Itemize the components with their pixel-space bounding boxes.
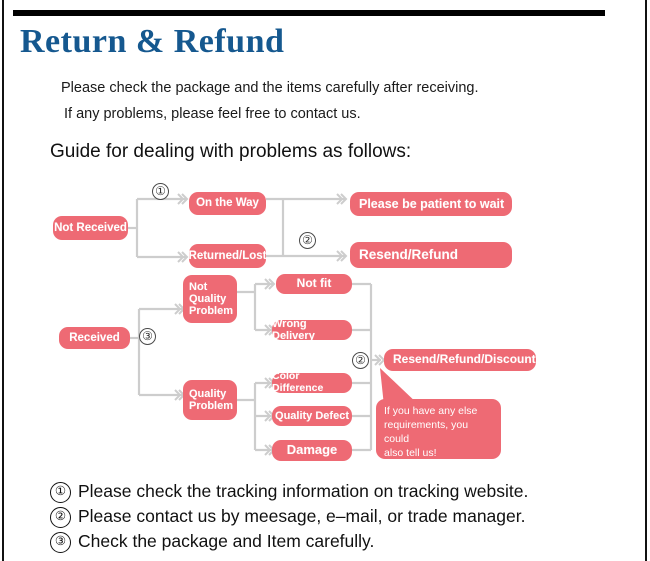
callout-line-2: requirements, you could — [384, 418, 469, 445]
intro-line-1: Please check the package and the items c… — [61, 80, 479, 96]
footer-item-3-text: Check the package and Item carefully. — [78, 531, 375, 551]
step-mark-3-left: ③ — [139, 328, 156, 345]
footer-item-2-number: ② — [50, 507, 71, 528]
flow-node-quality-problem[interactable]: Quality Problem — [183, 380, 237, 420]
flow-node-color-difference[interactable]: Color Difference — [272, 370, 352, 394]
step-mark-2-right: ② — [352, 352, 369, 369]
flow-node-on-the-way[interactable]: On the Way — [189, 192, 266, 215]
guide-heading: Guide for dealing with problems as follo… — [50, 141, 412, 162]
footer-item-1-text: Please check the tracking information on… — [78, 481, 529, 501]
footer-item-2: ② Please contact us by meesage, e–mail, … — [50, 506, 525, 530]
footer-item-3-number: ③ — [50, 532, 71, 553]
callout-line-3: also tell us! — [384, 446, 437, 459]
step-mark-2-top: ② — [299, 232, 316, 249]
footer-item-3: ③ Check the package and Item carefully. — [50, 531, 374, 555]
flow-node-resend-refund-discount[interactable]: Resend/Refund/Discount — [384, 349, 536, 371]
page-right-border — [645, 0, 647, 561]
flow-node-be-patient[interactable]: Please be patient to wait — [350, 192, 512, 216]
footer-item-1-number: ① — [50, 482, 71, 503]
header-rule — [13, 10, 605, 16]
footer-item-2-text: Please contact us by meesage, e–mail, or… — [78, 506, 526, 526]
flow-node-not-fit[interactable]: Not fit — [276, 274, 352, 294]
flow-node-returned-lost[interactable]: Returned/Lost — [189, 244, 266, 268]
intro-line-2: If any problems, please feel free to con… — [64, 106, 361, 122]
flow-node-not-received[interactable]: Not Received — [53, 216, 128, 240]
flow-node-resend-refund[interactable]: Resend/Refund — [350, 242, 512, 268]
callout-line-1: If you have any else — [384, 405, 478, 417]
page-left-border — [2, 0, 4, 561]
flow-node-received[interactable]: Received — [59, 327, 130, 349]
step-mark-1-top: ① — [152, 183, 169, 200]
callout-bubble: If you have any else requirements, you c… — [376, 399, 501, 459]
footer-item-1: ① Please check the tracking information … — [50, 481, 528, 505]
flow-node-wrong-delivery[interactable]: Wrong Delivery — [272, 318, 352, 342]
flow-node-quality-defect[interactable]: Quality Defect — [272, 406, 352, 426]
flow-node-damage[interactable]: Damage — [272, 440, 352, 461]
callout-tail — [380, 368, 420, 406]
flow-node-not-quality-problem[interactable]: Not Quality Problem — [183, 275, 237, 323]
page-title: Return & Refund — [20, 23, 285, 60]
